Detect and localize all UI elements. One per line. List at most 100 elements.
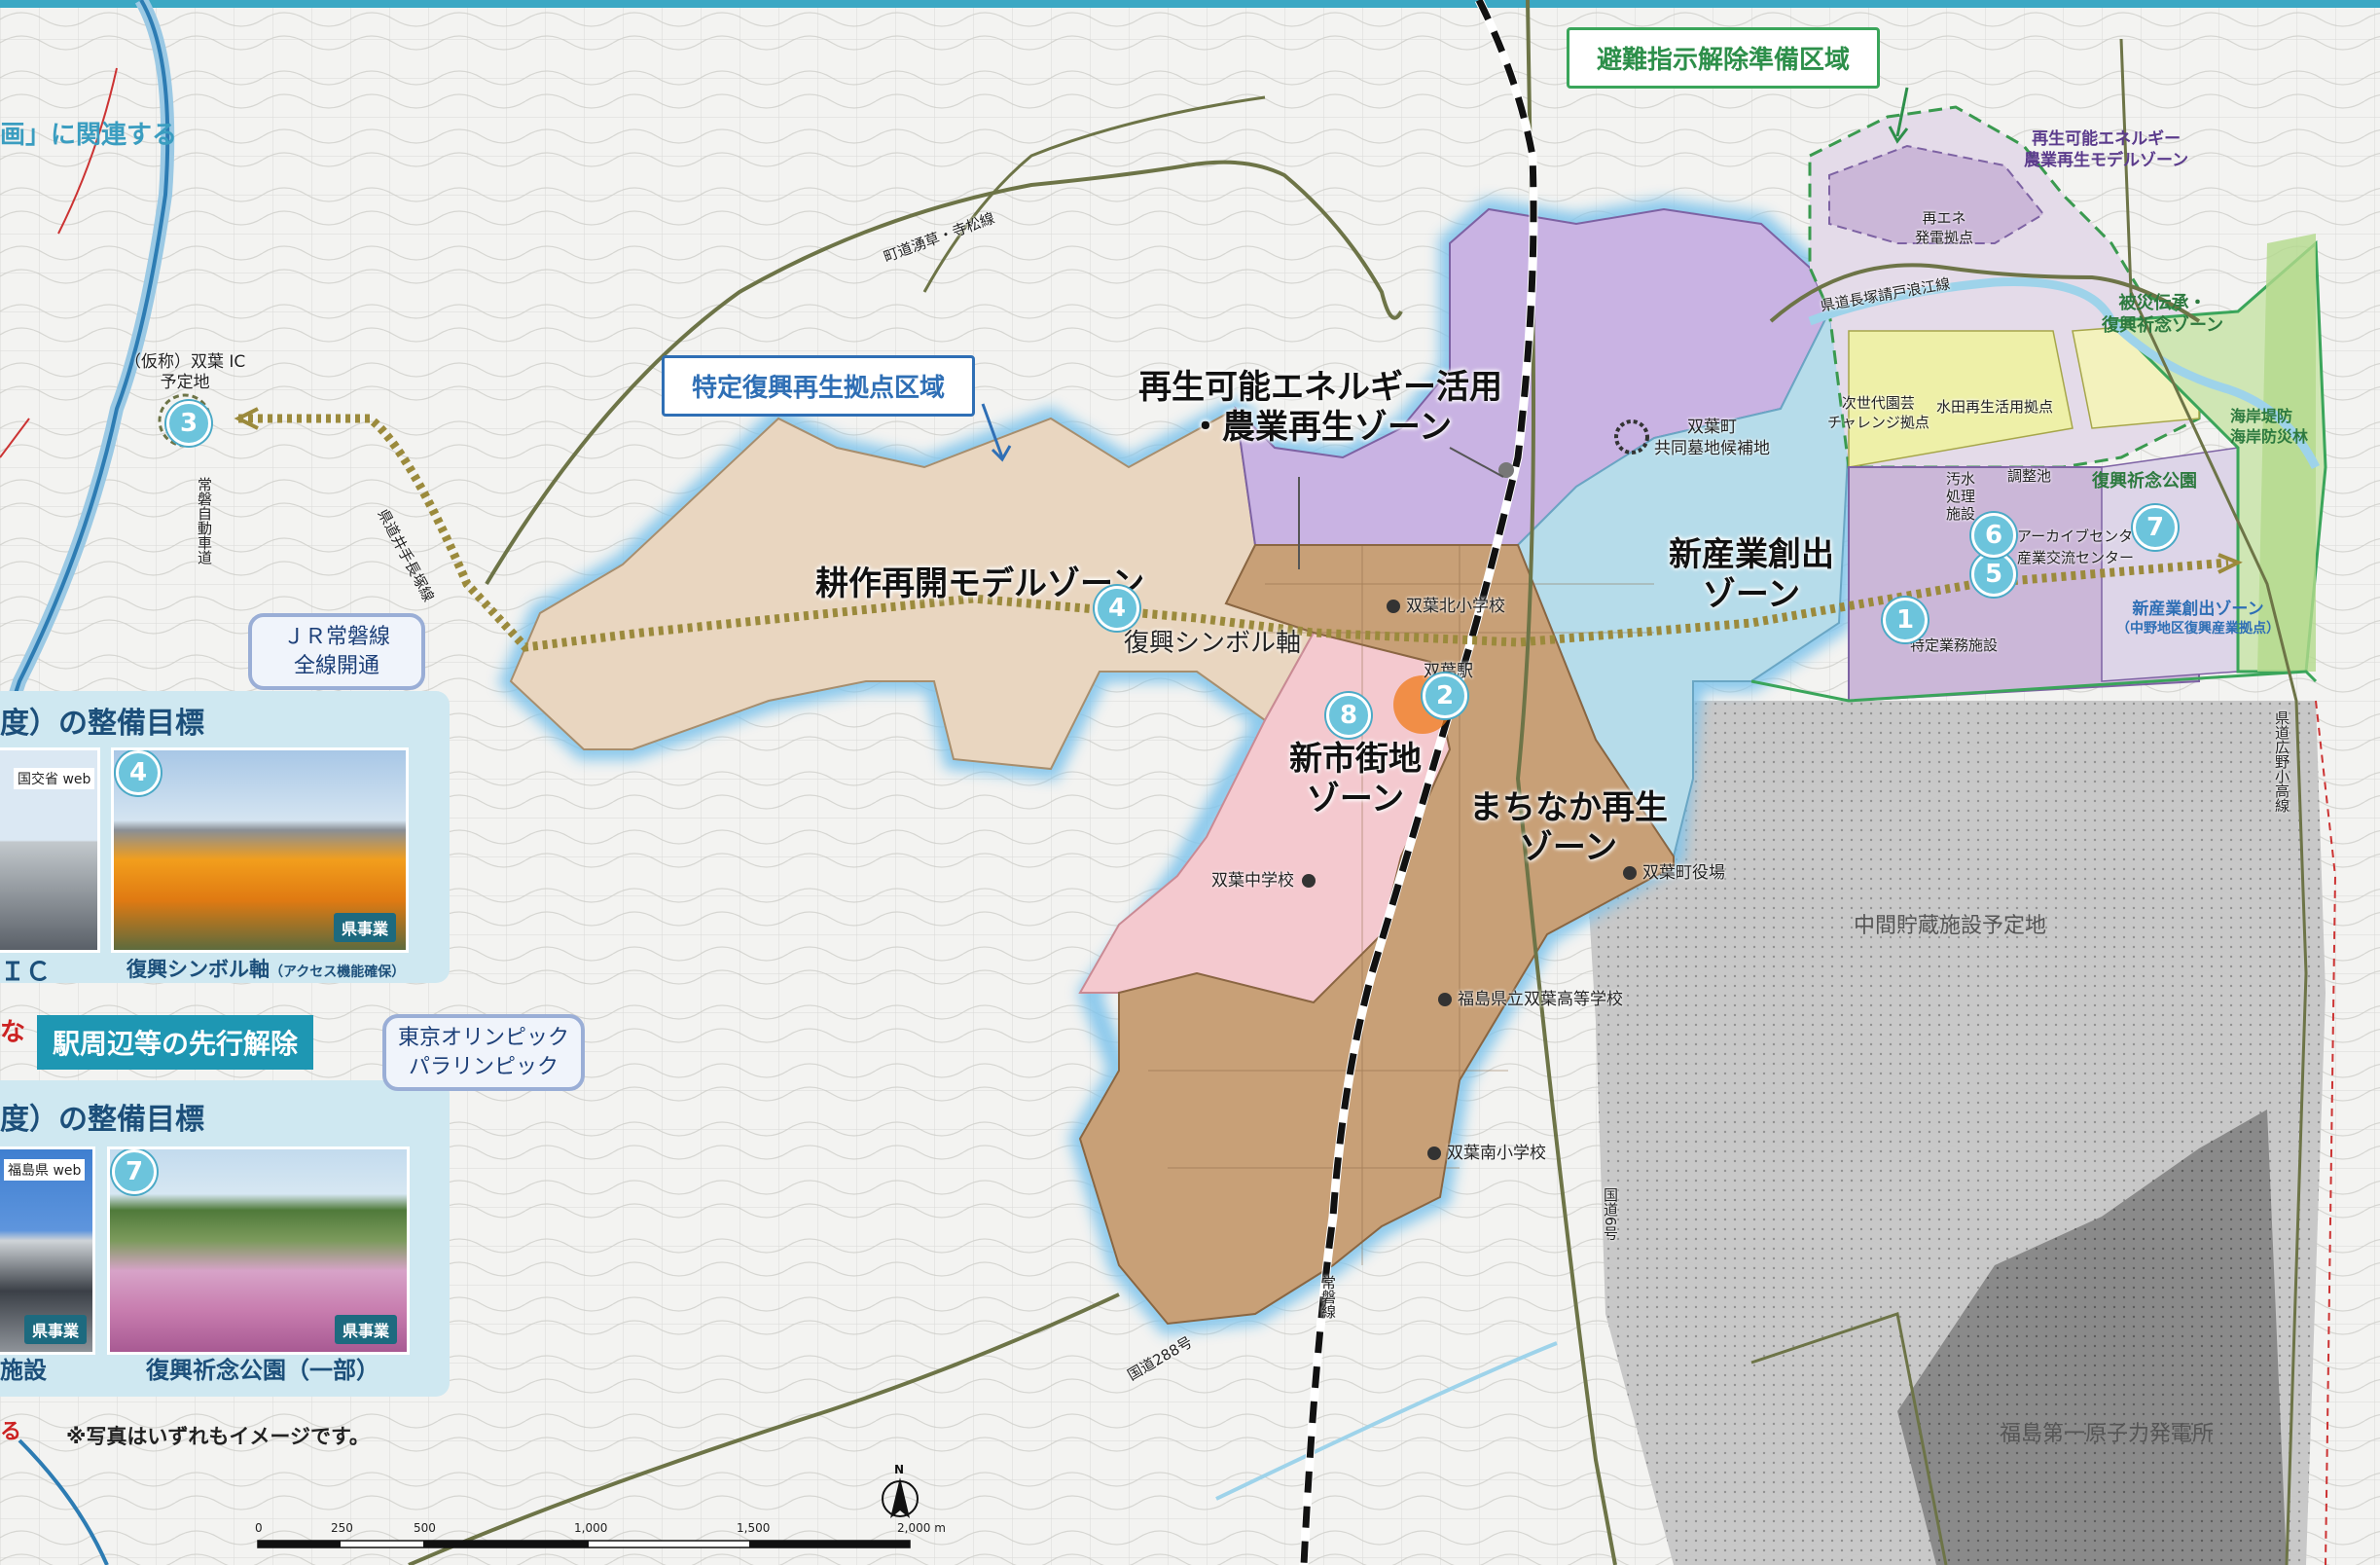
scale-tick-0: 0 (255, 1521, 263, 1535)
goal1-title: 度）の整備目標 (0, 707, 204, 741)
scale-tick-1500: 1,500 (737, 1521, 771, 1535)
scale-bar (257, 1540, 911, 1548)
scale-tick-500: 500 (414, 1521, 436, 1535)
pond-label: 調整池 (2007, 467, 2052, 485)
futaba-north-es: 双葉北小学校 (1387, 592, 1505, 616)
marker-1[interactable]: 1 (1883, 598, 1928, 642)
north-label: N (894, 1463, 905, 1476)
town-office: 双葉町役場 (1623, 858, 1725, 883)
futaba-south-es: 双葉南小学校 (1427, 1139, 1546, 1163)
photo1-source: 国交省 web (14, 768, 95, 789)
school-dot-icon (1387, 600, 1400, 613)
new-industry-zone-label: 新産業創出 ゾーン (1669, 535, 1834, 615)
paddy-label: 水田再生活用拠点 (1936, 398, 2054, 416)
pref-badge-2: 県事業 (23, 1315, 87, 1344)
park-photo: 7 県事業 (107, 1146, 410, 1355)
marker-7[interactable]: 7 (2133, 505, 2178, 550)
header-text: 画」に関連する (0, 121, 178, 150)
scale-tick-1000: 1,000 (574, 1521, 608, 1535)
sewage-label: 汚水 処理 施設 (1946, 470, 1975, 523)
disaster-memorial-zone: 被災伝承・ 復興祈念ゾーン (2102, 292, 2223, 338)
park-caption: 復興祈念公園（一部） (146, 1357, 379, 1384)
ic-line2: 予定地 (160, 373, 210, 393)
road-label-joban: 常磐線 (1319, 1275, 1337, 1319)
school-dot-icon (1438, 993, 1452, 1006)
goal2-title: 度）の整備目標 (0, 1103, 204, 1137)
new-town-line2: ゾーン (1306, 779, 1405, 819)
red-ru: る (0, 1420, 22, 1444)
marker-2[interactable]: 2 (1423, 673, 1467, 718)
futaba-south-es-label: 双葉南小学校 (1447, 1144, 1546, 1163)
evacuation-prep-callout: 避難指示解除準備区域 (1567, 27, 1881, 89)
farming-zone-label: 耕作再開モデルゾーン (815, 564, 1145, 603)
ic-line1: （仮称）双葉 IC (125, 352, 246, 372)
sewage-line2: 処理 (1946, 488, 1976, 505)
symbol-axis-photo: 4 県事業 (111, 747, 409, 953)
futaba-hs: 福島県立双葉高等学校 (1438, 985, 1623, 1009)
symbol-caption-note: （アクセス機能確保） (270, 964, 406, 980)
machinaka-line2: ゾーン (1519, 827, 1618, 867)
jr-line-bubble: ＪＲ常磐線 全線開通 (248, 613, 425, 691)
power-line2: 発電拠点 (1915, 228, 1974, 246)
symbol-caption-main: 復興シンボル軸 (126, 958, 270, 981)
newind-line1: 新産業創出ゾーン (2132, 600, 2264, 619)
pref-badge: 県事業 (333, 913, 396, 942)
memorial-park-label: 復興祈念公園 (2092, 471, 2197, 491)
photo-note: ※写真はいずれもイメージです。 (66, 1425, 370, 1448)
seawall-label: 海岸堤防 海岸防災林 (2230, 407, 2308, 448)
new-industry-base-label: 新産業創出ゾーン （中野地区復興産業拠点） (2116, 599, 2280, 637)
power-base-label: 再エネ 発電拠点 (1915, 209, 1973, 247)
machinaka-zone-label: まちなか再生 ゾーン (1469, 788, 1668, 868)
road-label-hirono: 県道広野小高線 (2273, 710, 2290, 813)
pref-badge-3: 県事業 (334, 1315, 397, 1344)
sewage-line3: 施設 (1946, 505, 1976, 523)
office-dot-icon (1623, 866, 1637, 880)
futaba-jhs-label: 双葉中学校 (1211, 871, 1294, 891)
marker-6[interactable]: 6 (1971, 513, 2016, 558)
olympic-bubble: 東京オリンピック パラリンピック (382, 1014, 585, 1092)
school-dot-icon (1427, 1146, 1441, 1160)
early-release-box: 駅周辺等の先行解除 (37, 1015, 314, 1070)
school-dot-icon (1302, 874, 1316, 888)
jr-bubble-line2: 全線開通 (293, 653, 379, 678)
cemetery-label: 双葉町 共同墓地候補地 (1654, 417, 1770, 459)
facility-caption: 施設 (0, 1357, 47, 1384)
exchange-center-label: 産業交流センター (2017, 549, 2135, 566)
renewable-zone-label: 再生可能エネルギー活用 ・農業再生ゾーン (1138, 368, 1502, 448)
nextgen-line2: チャレンジ拠点 (1827, 413, 1929, 431)
power-line1: 再エネ (1922, 209, 1966, 227)
marker-5[interactable]: 5 (1971, 552, 2016, 597)
renewable-farm-line1: 再生可能エネルギー (2032, 129, 2182, 149)
marker-8[interactable]: 8 (1326, 693, 1371, 738)
ic-label: （仮称）双葉 IC 予定地 (125, 352, 245, 394)
marker-3[interactable]: 3 (166, 401, 211, 446)
scale-unit: m (934, 1521, 946, 1535)
scale-tick-2000: 2,000 m (897, 1521, 946, 1535)
symbol-caption: 復興シンボル軸（アクセス機能確保） (126, 954, 405, 983)
cemetery-line1: 双葉町 (1687, 418, 1737, 437)
photo2-num: 7 (112, 1149, 157, 1194)
north-arrow-icon (882, 1477, 919, 1518)
renewable-farm-line2: 農業再生モデルゾーン (2024, 151, 2189, 171)
red-na: な (0, 1018, 26, 1047)
road-label-rt6: 国道6号 (1602, 1187, 1619, 1241)
scale-tick-2000-value: 2,000 (897, 1521, 931, 1535)
renewable-zone-line2: ・農業再生ゾーン (1188, 407, 1453, 447)
new-industry-line2: ゾーン (1702, 574, 1801, 614)
nextgen-label: 次世代園芸 チャレンジ拠点 (1827, 394, 1929, 432)
machinaka-line1: まちなか再生 (1469, 788, 1668, 827)
renewable-zone-line1: 再生可能エネルギー活用 (1138, 368, 1502, 407)
seawall-line2: 海岸防災林 (2230, 426, 2309, 446)
storage-label: 中間貯蔵施設予定地 (1854, 914, 2047, 938)
olympic-bubble-line2: パラリンピック (408, 1054, 559, 1079)
marker-4[interactable]: 4 (1095, 586, 1139, 631)
archive-center-label: アーカイブセンター (2017, 528, 2148, 545)
special-zone-callout: 特定復興再生拠点区域 (662, 355, 976, 417)
seawall-line1: 海岸堤防 (2230, 407, 2293, 425)
facility-photo: 福島県 web 県事業 (0, 1146, 95, 1355)
symbol-axis-label: 復興シンボル軸 (1124, 629, 1302, 658)
ic-caption: ＩＣ (0, 958, 52, 987)
futaba-hs-label: 福島県立双葉高等学校 (1458, 990, 1623, 1009)
nextgen-line1: 次世代園芸 (1841, 394, 1915, 412)
